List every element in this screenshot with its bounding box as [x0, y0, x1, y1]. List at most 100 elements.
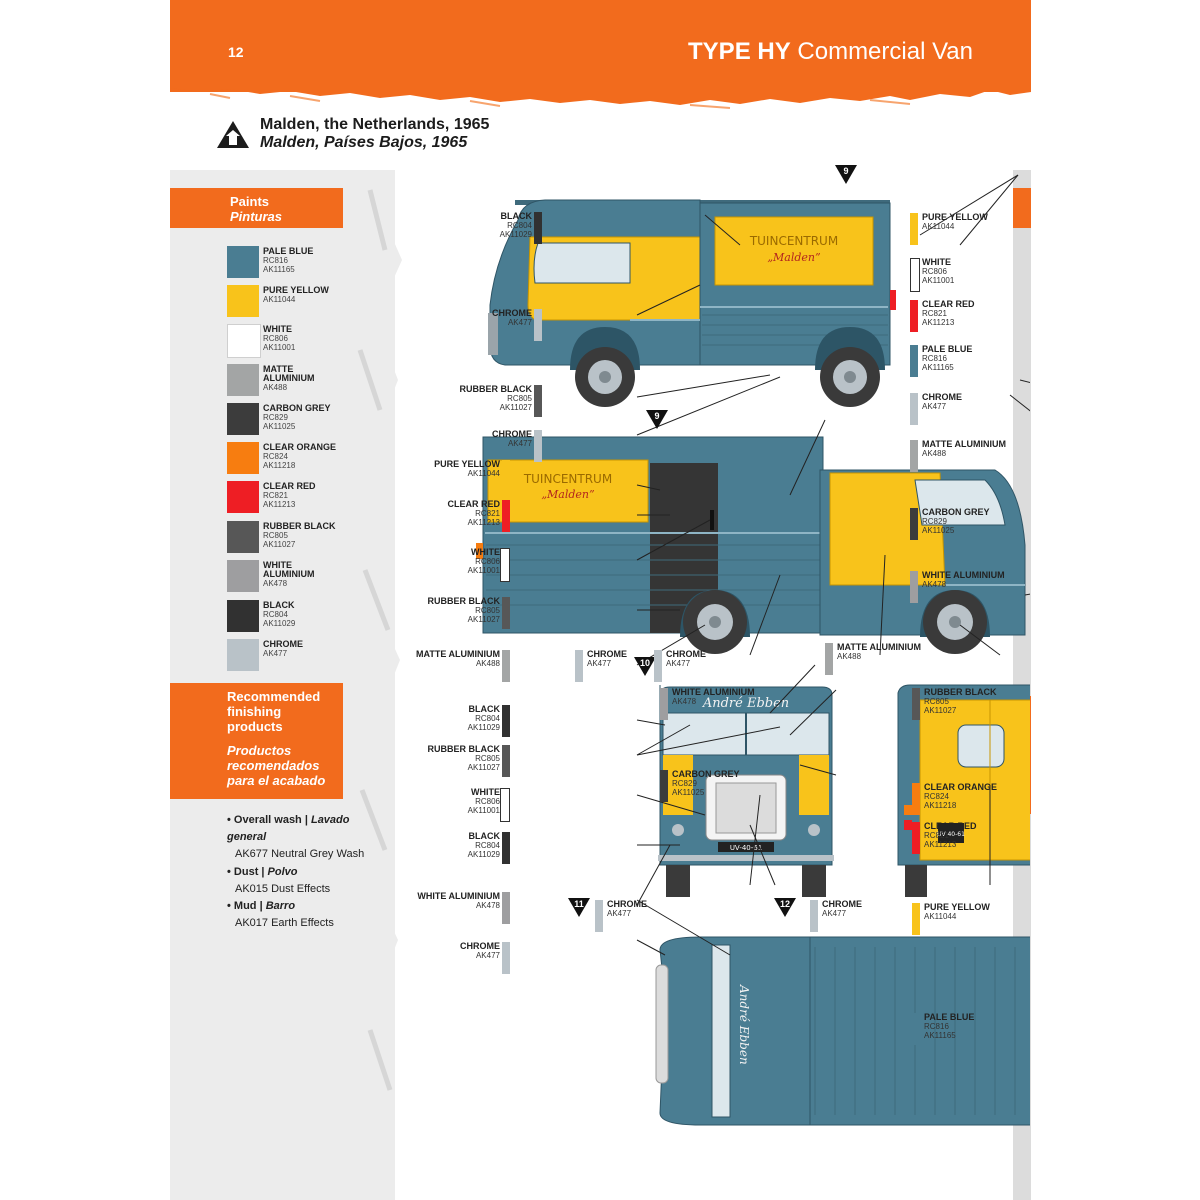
paint-swatch	[227, 521, 259, 553]
callout-color-bar	[660, 688, 668, 720]
finishing-title-en: • Mud |	[227, 900, 266, 912]
callout-paint-name: CHROME	[922, 392, 962, 402]
callout-paint-code: RC805	[507, 394, 532, 403]
callout-paint-code: AK11044	[922, 222, 955, 231]
callout-paint-code: AK11029	[467, 850, 500, 859]
callout-paint-name: WHITE	[471, 787, 500, 797]
van-diagram: TUINCENTRUM „Malden”	[476, 174, 1030, 1126]
finishing-title-en: • Dust |	[227, 866, 268, 878]
house-warning-icon	[217, 121, 249, 148]
callout-color-bar	[502, 650, 510, 682]
callout-color-bar	[910, 213, 918, 245]
callout-paint-code: RC806	[922, 267, 947, 276]
step-marker: 9	[646, 410, 668, 430]
callout-color-bar	[912, 688, 920, 720]
callout-color-bar	[910, 345, 918, 377]
page-number: 12	[228, 44, 244, 60]
callout-paint-code: AK478	[475, 901, 500, 910]
leader-lines	[636, 174, 1030, 956]
callout-paint-code: AK11001	[922, 276, 955, 285]
sign-main-text: TUINCENTRUM	[523, 472, 612, 486]
callout-paint-code: AK477	[507, 439, 532, 448]
callout-paint-name: CHROME	[587, 649, 627, 659]
recommended-heading: Recommended finishing products Productos…	[170, 683, 343, 799]
paint-code: AK11165	[263, 265, 295, 274]
sign-sub-text: „Malden”	[541, 488, 594, 501]
callout-paint-name: CHROME	[822, 899, 862, 909]
callout-paint-name: CLEAR ORANGE	[924, 782, 998, 792]
callout-paint-name: WHITE	[471, 547, 500, 557]
callout-color-bar	[502, 942, 510, 974]
callout-paint-code: AK477	[587, 659, 612, 668]
callout-paint-name: PALE BLUE	[924, 1012, 975, 1022]
callout-paint-code: AK11025	[672, 788, 705, 797]
callout-paint-name: CLEAR RED	[922, 299, 975, 309]
callout-color-bar	[534, 430, 542, 462]
callout-color-bar	[502, 745, 510, 777]
callout-paint-code: AK11213	[924, 840, 957, 849]
paint-code: RC824	[263, 452, 288, 461]
callout-color-bar	[912, 783, 920, 815]
callout-paint-code: RC824	[924, 792, 949, 801]
step-marker-number: 9	[654, 411, 660, 421]
callout-paint-code: RC821	[922, 309, 947, 318]
paint-swatch	[227, 246, 259, 278]
callout-color-bar	[912, 903, 920, 935]
paint-swatch	[227, 403, 259, 435]
paint-swatch	[227, 600, 259, 632]
callout-color-bar	[912, 822, 920, 854]
right-tab	[1013, 188, 1031, 228]
callout-paint-name: CHROME	[492, 429, 532, 439]
paint-code: AK11027	[263, 540, 296, 549]
callout-paint-name: CHROME	[460, 941, 500, 951]
callout-paint-code: AK477	[922, 402, 947, 411]
step-marker-number: 12	[779, 899, 790, 909]
sign-sub-text: „Malden”	[767, 251, 820, 264]
van-top-view	[655, 936, 1030, 1126]
paint-code: AK11218	[263, 461, 296, 470]
callout-paint-code: RC829	[922, 517, 947, 526]
callout-paint-name: WHITE ALUMINIUM	[417, 891, 500, 901]
callout-paint-code: AK477	[666, 659, 691, 668]
callout-paint-name: CHROME	[666, 649, 706, 659]
callout-color-bar	[500, 548, 510, 582]
callout-paint-code: AK11027	[924, 706, 957, 715]
callout-paint-code: AK488	[475, 659, 500, 668]
paint-code: RC816	[263, 256, 288, 265]
callout-paint-code: RC805	[924, 697, 949, 706]
